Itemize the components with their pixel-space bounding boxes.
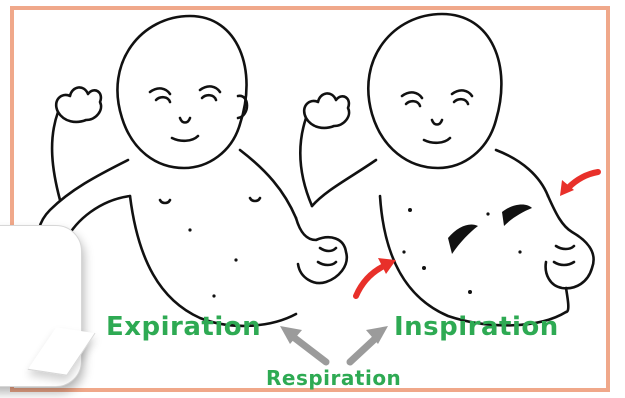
left-baby-ear: [238, 96, 247, 118]
inspiration-label: Inspiration: [394, 312, 559, 342]
red-arrow-chest: [568, 172, 598, 188]
left-baby-fist: [56, 87, 101, 122]
right-baby-fist: [304, 93, 349, 128]
red-arrow-abdomen: [356, 266, 384, 296]
right-baby-head: [368, 14, 501, 168]
expiration-label: Expiration: [106, 312, 261, 342]
left-baby-arm: [52, 112, 60, 200]
right-baby-body: [312, 160, 376, 206]
grey-arrow-left: [292, 336, 326, 362]
right-baby-arm: [300, 118, 312, 206]
baby-inspiration: [300, 14, 593, 325]
left-baby-head: [117, 16, 246, 168]
grey-arrow-right: [350, 336, 378, 362]
respiration-label: Respiration: [266, 366, 401, 390]
grey-arrows: [292, 336, 378, 362]
